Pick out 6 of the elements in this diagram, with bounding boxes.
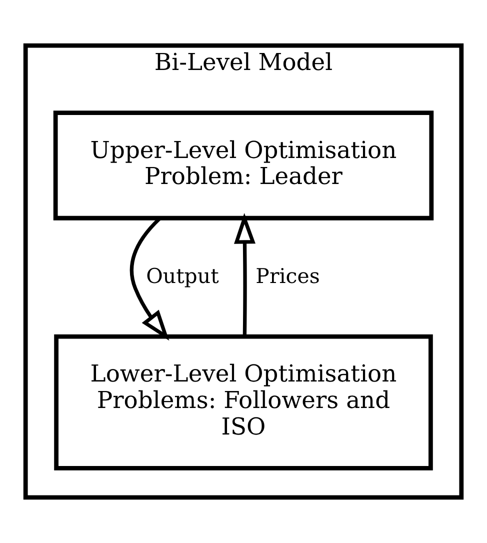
arrow bbox=[234, 213, 256, 336]
node-box: Lower-Level Optimisation Problems: Followers and ISO bbox=[54, 334, 433, 470]
edge-label: Prices bbox=[256, 264, 320, 288]
arrow bbox=[130, 217, 170, 341]
edge-label: Output bbox=[146, 264, 219, 288]
node-box: Upper-Level Optimisation Problem: Leader bbox=[53, 110, 434, 220]
